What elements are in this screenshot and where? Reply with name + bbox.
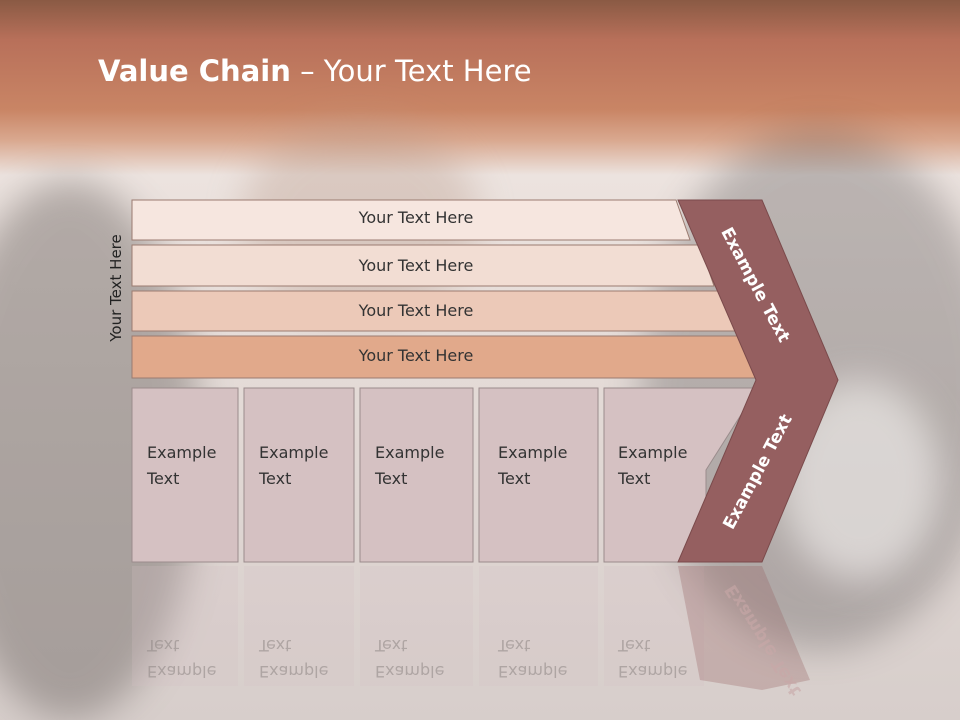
- example-box-5-line2: Text: [618, 469, 651, 488]
- title-bold: Value Chain: [98, 54, 291, 88]
- example-box-3-line1: Example: [375, 443, 445, 462]
- example-box-4: [478, 387, 599, 563]
- example-box-2: [243, 387, 355, 563]
- example-box-5-reflection-line2: Text: [618, 636, 651, 655]
- example-box-1-line2: Text: [147, 469, 180, 488]
- row-2-label: Your Text Here: [358, 256, 474, 275]
- row-1-bar: [131, 199, 691, 241]
- example-box-4-reflection-line2: Text: [498, 636, 531, 655]
- example-box-4-line2: Text: [498, 469, 531, 488]
- example-box-1-line1: Example: [147, 443, 217, 462]
- title-rest: – Your Text Here: [290, 54, 532, 88]
- row-3-label: Your Text Here: [358, 301, 474, 320]
- example-box-5-line1: Example: [618, 443, 688, 462]
- example-box-4-reflection-text: Example Text: [498, 632, 567, 684]
- example-box-1: [131, 387, 239, 563]
- example-box-2-reflection-line1: Example: [259, 662, 329, 681]
- example-box-5-reflection: [604, 566, 704, 686]
- side-label: Your Text Here: [107, 234, 125, 342]
- example-box-5-reflection-text: Example Text: [618, 632, 687, 684]
- example-box-2-reflection-line2: Text: [259, 636, 292, 655]
- example-box-3-reflection-line2: Text: [375, 636, 408, 655]
- example-box-3-reflection-line1: Example: [375, 662, 445, 681]
- example-box-3-reflection-text: Example Text: [375, 632, 444, 684]
- example-box-2-reflection: [244, 566, 354, 686]
- example-box-2-line1: Example: [259, 443, 329, 462]
- example-box-5-reflection-line1: Example: [618, 662, 688, 681]
- example-box-4-reflection: [479, 566, 598, 686]
- chevron-arrow: [677, 199, 839, 563]
- example-box-1-reflection-text: Example Text: [147, 632, 216, 684]
- row-1-label: Your Text Here: [358, 208, 474, 227]
- example-box-2-line2: Text: [259, 469, 292, 488]
- example-box-3-line2: Text: [375, 469, 408, 488]
- example-box-1-reflection-line1: Example: [147, 662, 217, 681]
- example-box-3: [359, 387, 474, 563]
- slide-title: Value Chain – Your Text Here: [98, 54, 532, 88]
- example-box-1-reflection-line2: Text: [147, 636, 180, 655]
- example-box-1-reflection: [132, 566, 238, 686]
- row-4-label: Your Text Here: [358, 346, 474, 365]
- example-box-2-reflection-text: Example Text: [259, 632, 328, 684]
- example-box-4-line1: Example: [498, 443, 568, 462]
- example-box-4-reflection-line1: Example: [498, 662, 568, 681]
- example-box-3-reflection: [360, 566, 473, 686]
- row-2-bar: [131, 244, 715, 287]
- chevron-reflection: [678, 566, 810, 690]
